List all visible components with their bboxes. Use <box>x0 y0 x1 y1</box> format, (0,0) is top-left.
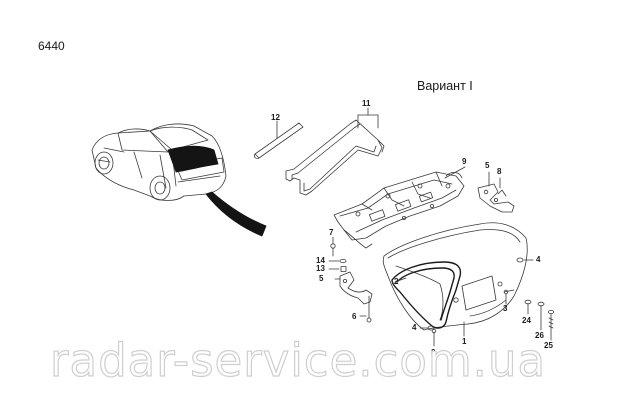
callout-8: 8 <box>497 167 502 176</box>
callout-3: 3 <box>431 348 436 357</box>
part-9-rear-shelf <box>333 166 466 249</box>
callout-4: 4 <box>536 255 541 264</box>
callout-1: 1 <box>462 337 467 346</box>
part-2-weatherstrip <box>391 261 462 329</box>
fasteners-right <box>419 257 555 347</box>
callout-14: 14 <box>316 256 325 265</box>
part-1-trunk-lid <box>382 222 528 337</box>
callout-4: 4 <box>412 323 417 332</box>
callout-12: 12 <box>271 113 280 122</box>
callout-13: 13 <box>316 264 325 273</box>
callout-5: 5 <box>485 161 490 170</box>
hinge-assembly-right <box>477 171 515 213</box>
callout-2: 2 <box>394 277 399 286</box>
callout-7: 7 <box>329 228 334 237</box>
diagram-code: 6440 <box>38 39 65 53</box>
callout-11: 11 <box>362 99 371 108</box>
callout-24: 24 <box>522 316 531 325</box>
callout-25: 25 <box>544 341 553 350</box>
variant-label: Вариант I <box>417 79 473 93</box>
callout-6: 6 <box>352 312 357 321</box>
car-overview-illustration <box>91 123 267 237</box>
callout-3: 3 <box>503 304 508 313</box>
part-12-rod <box>254 120 304 160</box>
callout-9: 9 <box>462 157 467 166</box>
hinge-assembly-left <box>328 236 373 323</box>
trunk-lid-highlight <box>167 145 219 173</box>
part-11-torsion-bars <box>285 107 385 196</box>
callout-5: 5 <box>319 274 324 283</box>
leader-strip <box>205 191 267 237</box>
watermark-text: radar-service.com.ua <box>49 334 547 387</box>
callout-26: 26 <box>535 331 544 340</box>
